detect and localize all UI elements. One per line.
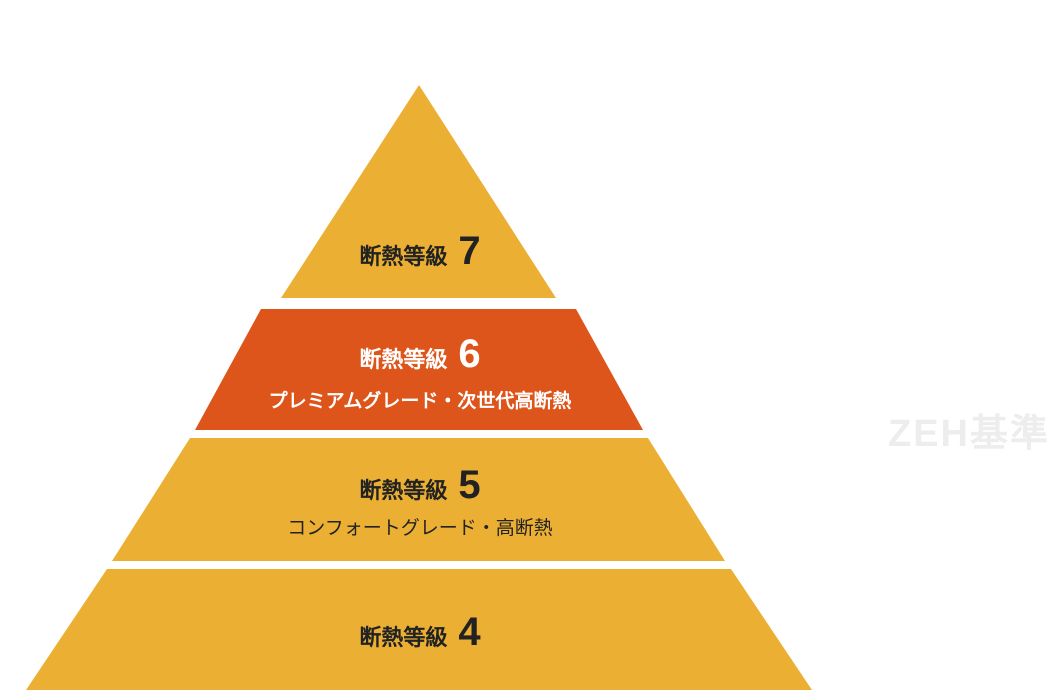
tier-grade-4-title: 断熱等級 4 <box>359 610 481 654</box>
tier-grade-6-subtitle: プレミアムグレード・次世代高断熱 <box>269 389 572 412</box>
tier-grade-5-label: 断熱等級 <box>359 478 447 504</box>
tier-grade-7: 断熱等級 7 <box>281 85 556 298</box>
tier-grade-6-title: 断熱等級 6 <box>359 332 480 376</box>
tier-grade-7-shape <box>281 85 556 298</box>
tier-grade-5-number: 5 <box>458 463 480 507</box>
tier-grade-4-number: 4 <box>458 610 481 654</box>
tier-grade-5-subtitle: コンフォートグレード・高断熱 <box>287 517 552 539</box>
tier-grade-6-shape <box>195 309 643 430</box>
tier-grade-5-title: 断熱等級 5 <box>359 463 480 507</box>
tier-grade-7-title: 断熱等級 7 <box>359 229 480 273</box>
tier-grade-6: 断熱等級 6 プレミアムグレード・次世代高断熱 <box>195 309 643 430</box>
tier-grade-5-shape <box>112 438 725 561</box>
tier-grade-6-label: 断熱等級 <box>359 347 447 373</box>
zeh-standard-label: ZEH基準 <box>888 413 1050 455</box>
tier-grade-4-shape <box>26 569 812 690</box>
tier-grade-7-label: 断熱等級 <box>359 244 447 270</box>
tier-grade-7-number: 7 <box>458 229 480 273</box>
tier-grade-4-label: 断熱等級 <box>359 625 447 651</box>
tier-grade-4: 断熱等級 4 <box>26 569 812 690</box>
tier-grade-5: 断熱等級 5 コンフォートグレード・高断熱 <box>112 438 725 561</box>
tier-grade-6-number: 6 <box>458 332 480 376</box>
